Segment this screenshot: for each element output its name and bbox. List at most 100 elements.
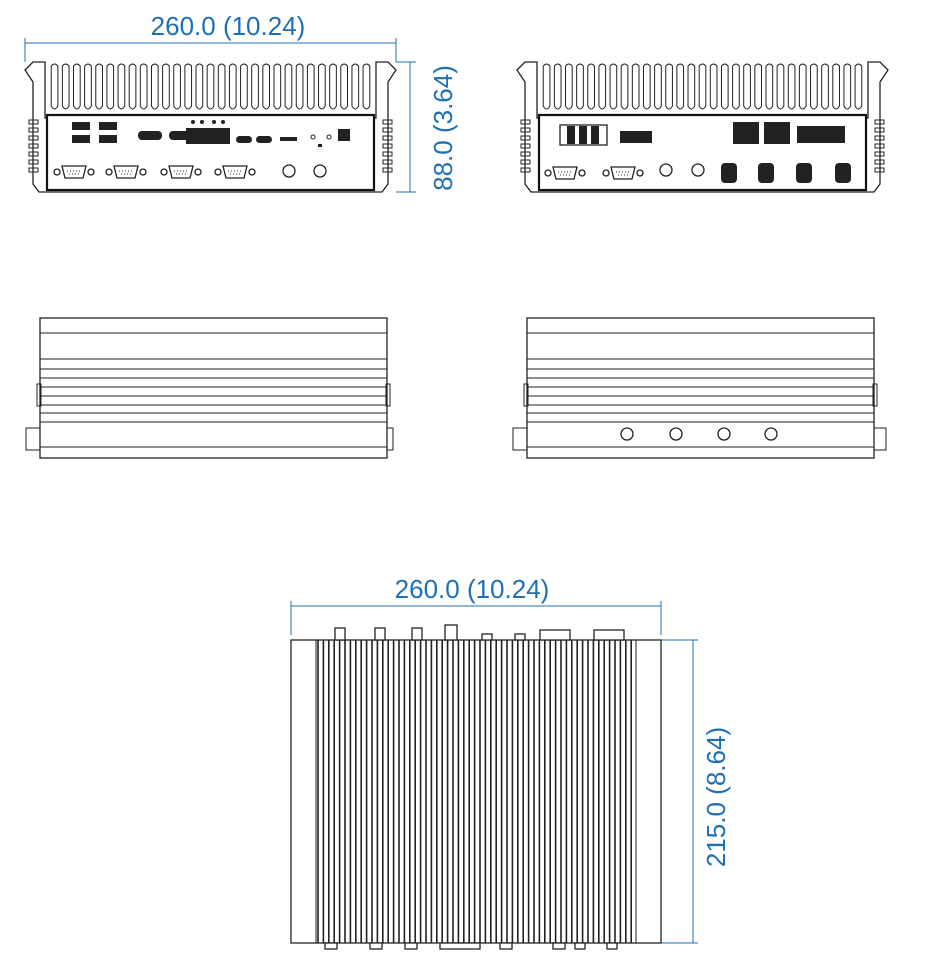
reset-button-icon <box>318 144 322 147</box>
heatsink-fin <box>340 63 348 110</box>
side-vent <box>874 143 885 149</box>
side-vent <box>382 135 393 141</box>
terminal-screw <box>591 126 599 144</box>
heatsink-fin <box>162 63 170 110</box>
side-vent <box>28 127 39 133</box>
heatsink-fin <box>73 63 81 110</box>
heatsink-fin <box>139 63 148 110</box>
heatsink-fin <box>84 63 92 110</box>
heatsink-fin <box>620 63 629 110</box>
lan-sfp-port-icon <box>186 128 230 144</box>
connector-protrusion <box>499 942 513 950</box>
heatsink-fin <box>787 63 796 110</box>
led-icon <box>326 134 332 140</box>
top-view <box>290 624 662 950</box>
side-vent <box>28 167 39 173</box>
bracket <box>872 383 878 407</box>
side-vent <box>520 167 531 173</box>
heatsink-fin <box>765 63 774 110</box>
side-vent <box>382 119 393 125</box>
heatsink-fin <box>698 63 707 110</box>
heatsink-fin <box>609 63 618 110</box>
heatsink-fin <box>228 63 237 110</box>
screw-icon <box>53 168 61 176</box>
side-vent <box>382 143 393 149</box>
heatsink-fin <box>362 63 371 110</box>
serial-port-db9-icon <box>168 165 194 179</box>
side-vent <box>520 159 531 165</box>
led-icon <box>191 120 195 124</box>
sim-slot-icon <box>280 137 297 141</box>
mount-bracket <box>873 427 887 451</box>
heatsink-fin <box>273 63 282 110</box>
heatsink-fin <box>173 63 181 110</box>
side-vent <box>28 151 39 157</box>
rear-view <box>516 61 889 193</box>
connector-protrusion <box>606 942 618 950</box>
ethernet-port-icon <box>733 122 759 144</box>
ethernet-port-icon <box>764 122 790 144</box>
led-icon <box>221 120 225 124</box>
heatsink-fin <box>50 63 59 110</box>
heatsink-fin <box>642 63 651 110</box>
terminal-screw <box>567 126 575 144</box>
connector-protrusion <box>514 633 526 641</box>
screw-icon <box>139 168 147 176</box>
heatsink-fin <box>128 63 137 110</box>
side-vent <box>874 119 885 125</box>
heatsink-fin <box>676 63 685 110</box>
screw-icon <box>544 169 552 177</box>
m12-connector-icon <box>758 163 774 183</box>
mount-bracket <box>512 427 528 451</box>
heatsink-fin <box>195 63 204 110</box>
heatsink-fin <box>732 63 740 110</box>
usb-c-port-icon <box>236 136 252 143</box>
heatsink-fin <box>631 63 640 110</box>
side-vent <box>874 135 885 141</box>
terminal-screw <box>579 126 587 144</box>
side-vent <box>520 143 531 149</box>
antenna-hole-icon <box>669 427 683 441</box>
hdmi-port-icon <box>138 131 162 140</box>
connector-protrusion <box>324 942 338 950</box>
heatsink-fin <box>306 63 315 110</box>
connector-protrusion <box>439 942 481 950</box>
heatsink-fin <box>798 63 807 110</box>
side-vent <box>382 151 393 157</box>
led-icon <box>212 120 216 124</box>
serial-port-db9-icon <box>61 165 87 179</box>
connector-protrusion <box>552 942 566 950</box>
side-vent <box>520 127 531 133</box>
dio-connector-icon <box>797 126 845 143</box>
bracket <box>523 383 529 407</box>
usb-port-icon <box>99 135 117 143</box>
heatsink-fin <box>821 63 829 110</box>
connector-protrusion <box>481 633 493 641</box>
screw-icon <box>636 169 644 177</box>
heatsink-fin <box>351 63 360 110</box>
heatsink-fin <box>542 63 551 110</box>
connector-protrusion <box>539 629 571 641</box>
heatsink-fin <box>687 63 696 110</box>
heatsink-fin <box>754 63 763 110</box>
heatsink-fin <box>95 63 103 110</box>
screw-icon <box>214 168 222 176</box>
side-vent <box>874 159 885 165</box>
mount-bracket <box>386 427 394 451</box>
screw-icon <box>160 168 168 176</box>
side-vent <box>520 135 531 141</box>
bracket <box>36 383 42 407</box>
connector-protrusion <box>374 627 386 641</box>
heatsink-fin <box>776 63 785 110</box>
heatsink-fin <box>854 63 863 110</box>
serial-port-db9-icon <box>552 166 578 180</box>
heatsink-fin <box>206 63 215 110</box>
dimension-front-width: 260.0 (10.24) <box>24 11 397 62</box>
heatsink-fin <box>709 63 718 110</box>
serial-port-db9-icon <box>113 165 139 179</box>
side-vent <box>520 119 531 125</box>
side-vent <box>874 151 885 157</box>
antenna-hole-icon <box>691 163 705 177</box>
heatsink-fin <box>184 63 193 110</box>
